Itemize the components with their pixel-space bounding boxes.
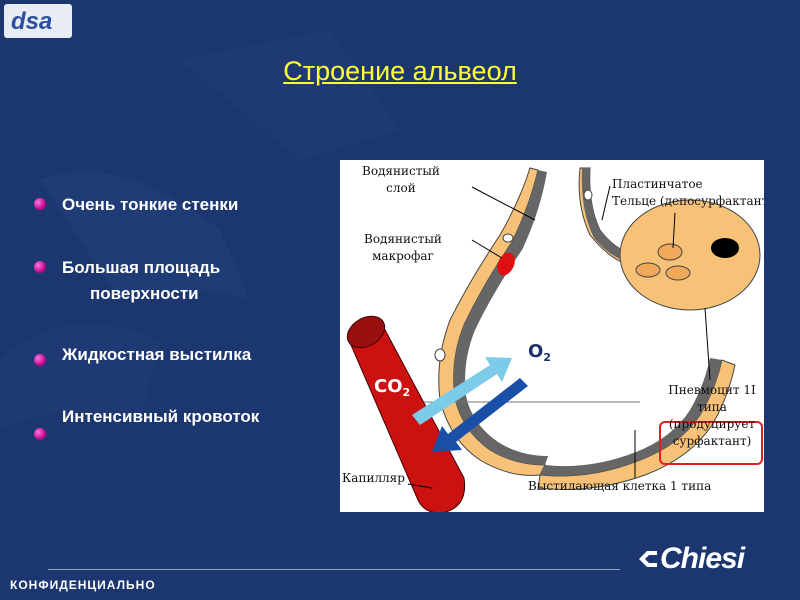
label-type1-cell: Выстилающая клетка 1 типа bbox=[528, 479, 712, 493]
bullet-item-4: Интенсивный кровоток bbox=[62, 404, 259, 430]
o2-label: O2 bbox=[528, 341, 551, 364]
cell-nucleus bbox=[583, 189, 593, 201]
bullet-dot-icon bbox=[34, 198, 46, 210]
label-pneumocyte-type2: Пневмоцит 1I типа (продуцирует сурфактан… bbox=[662, 382, 762, 450]
capillary-opening bbox=[346, 315, 386, 349]
arrow-o2-in bbox=[432, 378, 528, 452]
arrow-co2-out bbox=[412, 357, 512, 425]
dsa-logo-graphic: dsa bbox=[11, 8, 52, 35]
label-line: типа bbox=[697, 400, 727, 414]
leader-line bbox=[407, 483, 433, 489]
label-line: Водянистый bbox=[362, 164, 440, 178]
label-line: Тельце (депосурфактанта) bbox=[612, 194, 764, 208]
footer-divider bbox=[48, 569, 620, 570]
pneumocyte-nucleus bbox=[711, 238, 739, 258]
label-capillary: Капилляр bbox=[342, 471, 405, 485]
bullet-item-text: Интенсивный кровоток bbox=[62, 407, 260, 426]
leader-line bbox=[471, 186, 536, 221]
bullet-dot-icon bbox=[34, 261, 46, 273]
chiesi-brand: Chiesi bbox=[660, 542, 745, 576]
lamellar-body bbox=[635, 262, 661, 278]
co2-label: CO2 bbox=[374, 376, 410, 399]
chiesi-brand-text: Chiesi bbox=[660, 542, 745, 575]
bullet-dot-icon bbox=[34, 354, 46, 366]
water-layer-bottom bbox=[540, 358, 722, 476]
slide-title: Строение альвеол bbox=[283, 56, 517, 86]
bullet-item-text: Жидкостная выстилка bbox=[62, 345, 252, 364]
leader-line bbox=[704, 307, 711, 381]
leader-line bbox=[601, 185, 611, 221]
label-line: сурфактант) bbox=[672, 434, 752, 448]
lamellar-body bbox=[657, 243, 683, 261]
alveolus-diagram: CO2 O2 Водянистый слой Водянистый макроф… bbox=[340, 160, 764, 512]
cell-nucleus bbox=[434, 348, 446, 362]
water-layer-left bbox=[453, 170, 548, 465]
pneumocyte-type2 bbox=[619, 199, 761, 311]
label-line: макрофаг bbox=[372, 249, 434, 263]
dsa-logo-text: dsa bbox=[11, 8, 52, 35]
surfactant-highlight-box bbox=[659, 421, 763, 465]
chiesi-logo-icon bbox=[639, 551, 657, 567]
bullet-dot-icon bbox=[34, 428, 46, 440]
bullet-item-text-continued: поверхности bbox=[90, 284, 199, 303]
label-line: слой bbox=[386, 181, 416, 195]
label-line: Водянистый bbox=[364, 232, 442, 246]
cell-nucleus bbox=[502, 233, 514, 243]
label-water-layer: Водянистый слой bbox=[362, 163, 440, 197]
bullet-item-text: Очень тонкие стенки bbox=[62, 195, 239, 214]
leader-line bbox=[471, 239, 503, 259]
bullet-item-text: Большая площадь bbox=[62, 258, 221, 277]
leader-line bbox=[672, 212, 676, 249]
confidential-label: КОНФИДЕНЦИАЛЬНО bbox=[10, 578, 156, 592]
bullet-item-1: Очень тонкие стенки bbox=[62, 192, 238, 218]
label-lamellar-body: Пластинчатое Тельце (депосурфактанта) bbox=[612, 176, 764, 210]
bullet-item-2: Большая площадь поверхности bbox=[62, 255, 220, 307]
alveolus-illustration: CO2 O2 bbox=[346, 167, 763, 512]
dsa-logo: dsa bbox=[4, 4, 72, 38]
lamellar-body bbox=[665, 265, 691, 281]
label-macrophage: Водянистый макрофаг bbox=[364, 231, 442, 265]
label-line: Пластинчатое bbox=[612, 177, 703, 191]
bullet-item-3: Жидкостная выстилка bbox=[62, 342, 251, 368]
label-line: (продуцирует bbox=[668, 417, 756, 431]
label-line: Пневмоцит 1I bbox=[668, 383, 756, 397]
